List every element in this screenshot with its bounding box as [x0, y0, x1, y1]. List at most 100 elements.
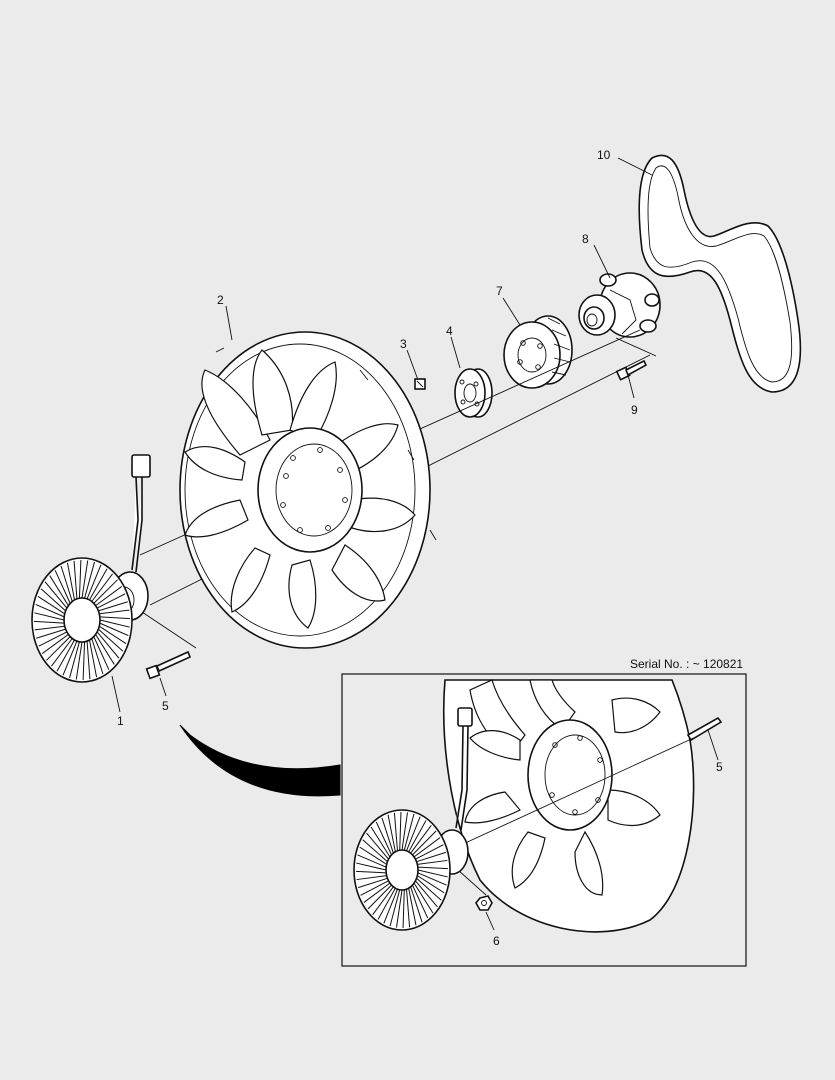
v-belt[interactable] — [638, 154, 802, 393]
fin-line — [99, 622, 129, 637]
fin-line — [36, 628, 66, 639]
fin-line — [357, 854, 387, 868]
fin-line — [75, 641, 83, 680]
fin-line — [35, 603, 65, 618]
fin-line — [46, 636, 71, 661]
fin-line — [95, 634, 115, 665]
fin-line — [416, 877, 442, 901]
fin-line — [99, 616, 131, 620]
fin-line — [412, 830, 437, 856]
fin-line — [413, 882, 434, 914]
fin-line — [399, 811, 402, 851]
fin-line — [417, 875, 445, 894]
fin-line — [393, 812, 398, 851]
fin-line — [406, 889, 411, 928]
fin-line — [96, 593, 126, 609]
fin-line — [359, 846, 387, 865]
callout-2: 2 — [217, 293, 224, 307]
fin-line — [367, 884, 392, 910]
fin-line — [403, 813, 415, 851]
fin-line — [389, 889, 401, 927]
fin-line — [62, 640, 78, 676]
fin-line — [401, 812, 409, 851]
callout-1: 1 — [117, 714, 124, 728]
fin-line — [98, 601, 128, 612]
clutch-fins — [33, 559, 131, 681]
fin-line — [415, 844, 444, 860]
fin-line — [375, 821, 392, 856]
fin-line — [360, 880, 389, 896]
fin-line — [41, 634, 69, 654]
fin-line — [417, 869, 448, 878]
fin-line — [410, 825, 432, 854]
fin-line — [34, 612, 65, 621]
bolt-9[interactable] — [615, 359, 648, 381]
callout-3: 3 — [400, 337, 407, 351]
fin-line — [93, 636, 110, 670]
callout-4: 4 — [446, 324, 453, 338]
fin-line — [86, 564, 102, 600]
fin-line — [33, 620, 65, 624]
fin-line — [89, 568, 108, 601]
fin-line — [356, 862, 387, 871]
fin-line — [412, 884, 429, 919]
fin-line — [40, 588, 66, 612]
fin-line — [93, 579, 118, 604]
fin-line — [415, 880, 438, 908]
fan-clutch[interactable] — [31, 454, 151, 683]
inset-panel: Serial No. : ~ 120821 — [341, 657, 747, 967]
inset-clutch-fins — [355, 811, 449, 929]
fin-line — [408, 888, 417, 926]
fin-line — [355, 870, 387, 874]
fin-line — [66, 562, 76, 601]
fin-line — [381, 817, 394, 854]
fin-line — [91, 573, 113, 602]
fin-line — [402, 889, 405, 929]
pulley[interactable] — [503, 315, 573, 389]
fin-line — [363, 882, 391, 903]
fin-line — [99, 619, 130, 628]
fin-line — [99, 609, 130, 615]
fin-line — [417, 866, 449, 870]
fin-line — [37, 595, 66, 615]
fin-line — [383, 889, 398, 924]
callout-9: 9 — [631, 403, 638, 417]
bolt-3[interactable] — [414, 378, 426, 390]
leader-lines — [111, 157, 653, 713]
fin-line — [377, 887, 396, 920]
fin-line — [56, 639, 75, 672]
fin-line — [417, 872, 447, 886]
fin-line — [60, 565, 73, 602]
fin-line — [49, 575, 69, 606]
inset-nut-6[interactable] — [475, 895, 493, 911]
inset-stud-5[interactable] — [686, 716, 723, 742]
fin-line — [51, 638, 73, 667]
fin-line — [413, 837, 441, 858]
fin-line — [387, 814, 396, 852]
fin-line — [370, 826, 391, 858]
fin-line — [98, 625, 127, 645]
fin-line — [54, 570, 71, 604]
fin-line — [96, 631, 120, 659]
fin-line — [88, 639, 98, 678]
fin-line — [44, 581, 68, 609]
fan-blades — [184, 349, 416, 629]
water-pump[interactable] — [578, 272, 661, 338]
fin-line — [417, 859, 448, 865]
spacer[interactable] — [454, 368, 493, 418]
fin-line — [38, 631, 68, 647]
fin-line — [410, 886, 423, 923]
bolt-5[interactable] — [145, 650, 192, 680]
fin-line — [356, 875, 387, 881]
fin-line — [372, 886, 394, 915]
fin-line — [416, 851, 446, 863]
callout-10: 10 — [597, 148, 611, 162]
inset-callout-6: 6 — [493, 934, 500, 948]
fin-line — [366, 832, 389, 860]
fin-line — [81, 560, 89, 599]
inset-fan-clutch[interactable] — [353, 707, 473, 931]
fin-line — [82, 641, 86, 681]
cooling-fan[interactable] — [179, 331, 437, 649]
fin-line — [98, 628, 124, 652]
